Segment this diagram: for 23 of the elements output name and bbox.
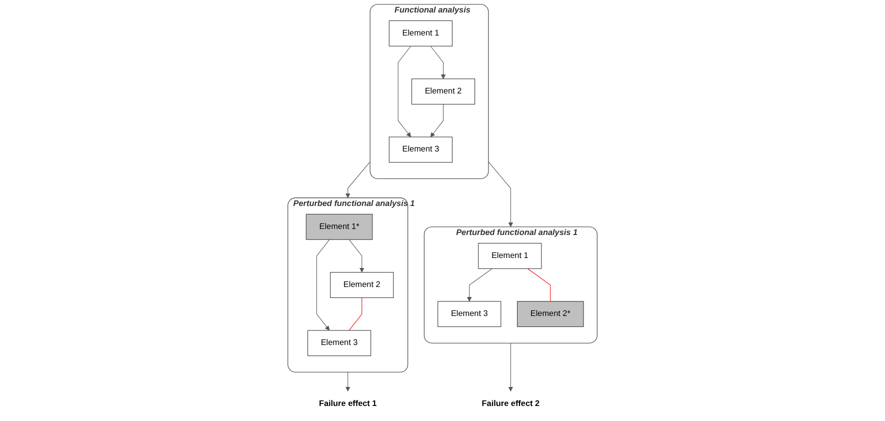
- node-text: Failure effect 1: [318, 398, 377, 408]
- arrow: [398, 46, 412, 138]
- connector: [348, 297, 362, 331]
- node-box: Element 3: [438, 301, 502, 327]
- arrow: [348, 239, 364, 273]
- arrow: [345, 162, 370, 198]
- connector: [527, 268, 551, 302]
- node-box: Element 2: [411, 78, 476, 104]
- node-text: Failure effect 2: [482, 398, 540, 408]
- node-box: Element 3: [388, 136, 452, 163]
- node-box: Element 1: [388, 20, 452, 46]
- node-box: Element 2*: [517, 301, 584, 327]
- arrow: [466, 268, 492, 302]
- arrow: [430, 46, 446, 80]
- arrow: [316, 239, 330, 331]
- arrow: [488, 162, 514, 228]
- node-box: Element 2: [330, 272, 394, 298]
- node-box: Element 1*: [306, 214, 373, 240]
- node-box: Element 1: [478, 242, 542, 269]
- arrow: [430, 104, 444, 138]
- arrow: [345, 372, 350, 392]
- node-box: Element 3: [307, 330, 372, 356]
- arrow: [508, 342, 514, 392]
